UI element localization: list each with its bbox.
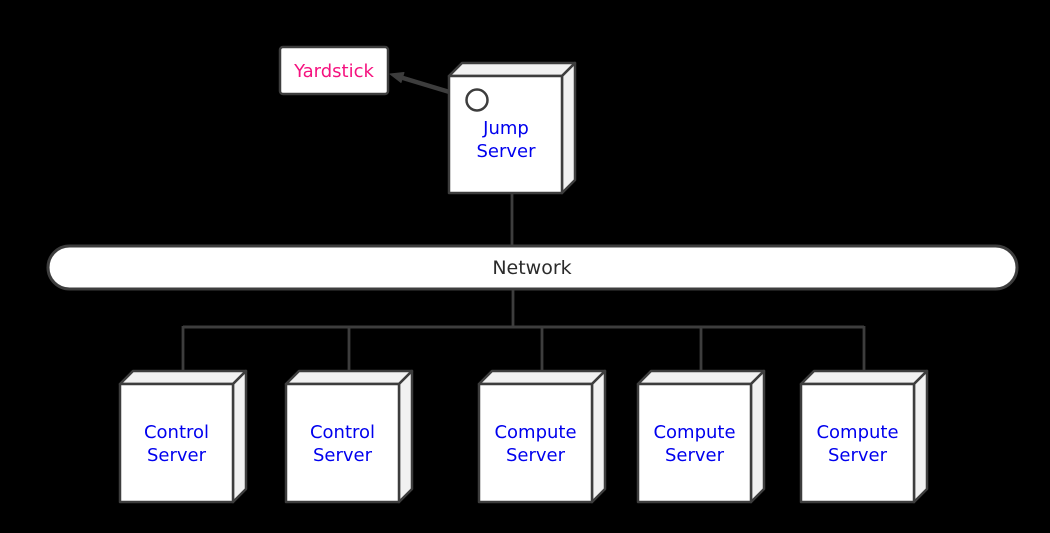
compute-server-1-top-face — [477, 369, 607, 386]
control-server-2-label-line2: Server — [313, 445, 373, 466]
compute-server-1-right-face — [590, 369, 607, 504]
control-server-1-label-line1: Control — [144, 422, 209, 443]
compute-server-1-node: Compute Server — [477, 369, 607, 504]
control-server-1-node: Control Server — [118, 369, 248, 504]
jump-server-top-face — [447, 61, 577, 78]
compute-server-3-front-face — [799, 382, 916, 504]
yardstick-label: Yardstick — [293, 61, 374, 82]
control-server-2-top-face — [284, 369, 414, 386]
jump-server-label-line1: Jump — [482, 118, 529, 139]
yardstick-box — [278, 45, 390, 96]
network-node: Network — [46, 244, 1019, 291]
yardstick-node: Yardstick — [278, 45, 390, 96]
jump-server-label-line2: Server — [476, 141, 536, 162]
compute-server-2-top-face — [636, 369, 766, 386]
control-server-1-front-face — [118, 382, 235, 504]
control-server-1-right-face — [231, 369, 248, 504]
network-pill — [46, 244, 1019, 291]
compute-server-3-node: Compute Server — [799, 369, 929, 504]
compute-server-2-label-line2: Server — [665, 445, 725, 466]
compute-server-1-label-line1: Compute — [494, 422, 576, 443]
compute-server-3-label-line1: Compute — [816, 422, 898, 443]
jump-server-node: Jump Server — [447, 61, 577, 195]
arrow-head — [389, 72, 405, 83]
compute-server-2-node: Compute Server — [636, 369, 766, 504]
compute-server-1-front-face — [477, 382, 594, 504]
jump-server-port-circle — [465, 88, 489, 112]
compute-server-3-top-face — [799, 369, 929, 386]
control-server-2-front-face — [284, 382, 401, 504]
compute-server-2-right-face — [749, 369, 766, 504]
network-label: Network — [492, 257, 571, 279]
compute-server-3-label-line2: Server — [828, 445, 888, 466]
control-server-2-right-face — [397, 369, 414, 504]
control-server-2-node: Control Server — [284, 369, 414, 504]
jump-server-right-face — [560, 61, 577, 195]
control-server-2-label-line1: Control — [310, 422, 375, 443]
control-server-1-top-face — [118, 369, 248, 386]
control-server-1-label-line2: Server — [147, 445, 207, 466]
compute-server-2-label-line1: Compute — [653, 422, 735, 443]
compute-server-3-right-face — [912, 369, 929, 504]
compute-server-1-label-line2: Server — [506, 445, 566, 466]
compute-server-2-front-face — [636, 382, 753, 504]
